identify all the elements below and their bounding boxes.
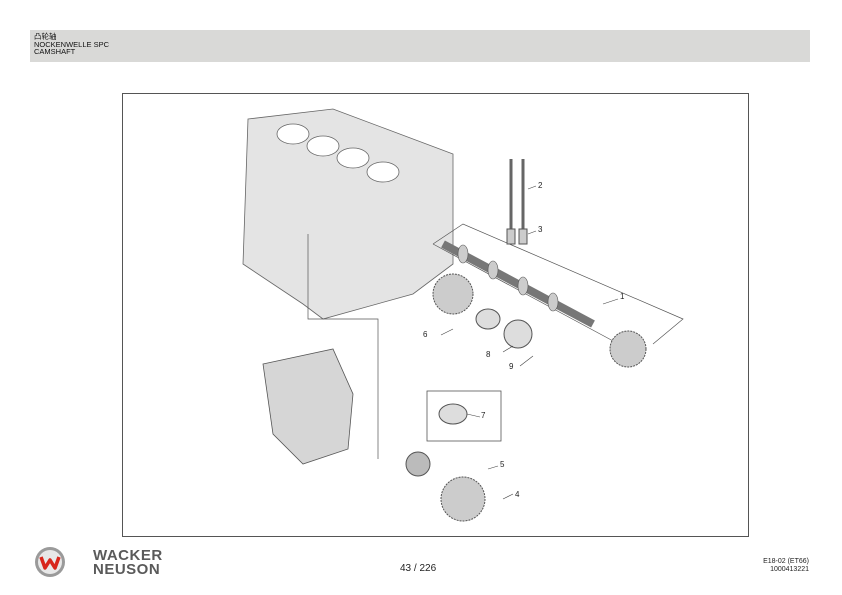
doc-code: E18-02 (ET66) [763,558,809,565]
brand-line-1: WACKER [93,547,163,564]
parts-diagram-frame: 1 2 3 4 5 6 7 8 9 [122,93,749,537]
engine-block [242,108,454,320]
callout-1: 1 [620,292,625,301]
brand-line-2: NEUSON [93,561,161,578]
doc-number: 1000413221 [770,566,809,573]
callout-9: 9 [509,362,514,371]
callout-2: 2 [538,181,543,190]
document-reference: E18-02 (ET66) 1000413221 [763,558,809,574]
title-en: CAMSHAFT [34,47,76,56]
callout-4: 4 [515,490,520,499]
page-header: 凸轮轴 NOCKENWELLE SPC CAMSHAFT [30,30,810,62]
callout-7: 7 [481,411,486,420]
title-cn: 凸轮轴 [34,32,57,41]
page-number: 43 / 226 [400,563,437,574]
exploded-parts-illustration [223,104,684,534]
fuel-injection-pump [262,348,354,465]
callout-5: 5 [500,460,505,469]
title-de: NOCKENWELLE SPC [34,39,110,49]
wacker-neuson-logo-icon [35,547,65,577]
callout-3: 3 [538,225,543,234]
callout-6: 6 [423,330,428,339]
callout-8: 8 [486,350,491,359]
brand-logo-text: WACKER NEUSON [93,547,163,578]
